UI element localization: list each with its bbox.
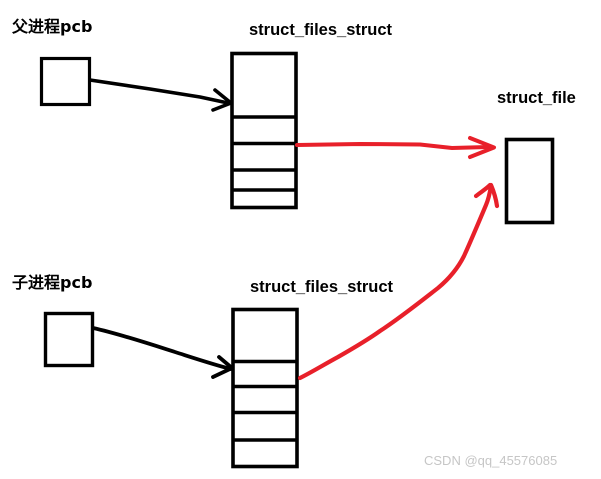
struct-file-label: struct_file (497, 89, 576, 107)
arrow-child-pcb-to-files-struct (91, 326, 234, 379)
struct-file-box (504, 137, 555, 225)
arrow-parent-pcb-to-files-struct (88, 78, 233, 112)
child-pcb-label: 子进程pcb (12, 273, 93, 292)
parent-pcb-label: 父进程pcb (12, 17, 93, 36)
files-struct-bottom-label: struct_files_struct (250, 278, 394, 296)
red-arrow-top-files-struct-to-struct-file (295, 136, 496, 159)
files-struct-bottom-table (231, 307, 299, 469)
watermark-text: CSDN @qq_45576085 (424, 453, 558, 468)
files-struct-top-table (230, 51, 298, 210)
files-struct-top-label: struct_files_struct (249, 21, 393, 39)
red-arrow-bottom-files-struct-to-struct-file (297, 182, 500, 381)
child-pcb-box (43, 311, 95, 368)
